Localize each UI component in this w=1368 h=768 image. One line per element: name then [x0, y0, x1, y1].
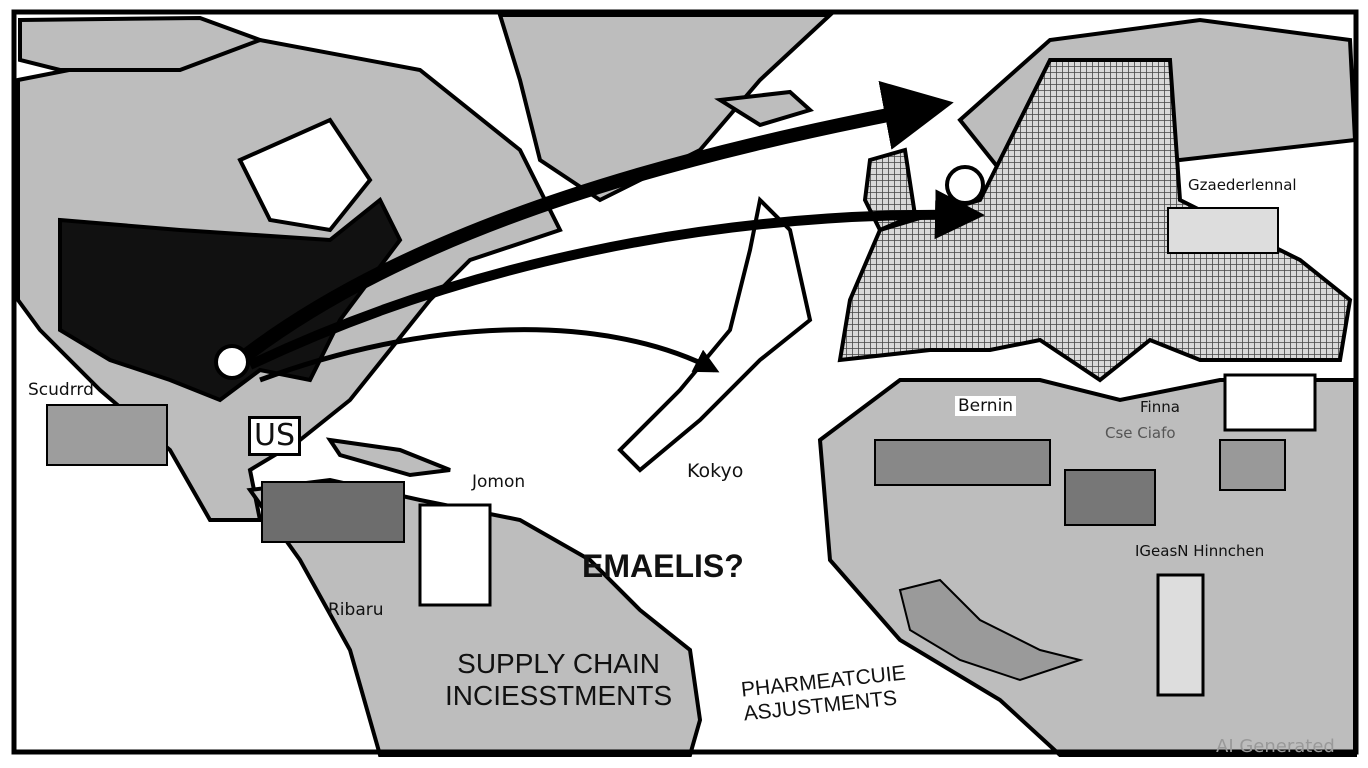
- arrow-us-to-scandinavia: [235, 80, 954, 366]
- madagascar-shape: [898, 578, 1084, 682]
- label-caribbean: Jomon: [472, 472, 526, 492]
- skyscraper-vignette: [1156, 573, 1205, 697]
- europe-hatched: [837, 58, 1353, 383]
- label-east-africa-sub: Cse Ciafo: [1105, 424, 1176, 442]
- label-supply-chain: SUPPLY CHAIN INCIESSTMENTS: [445, 648, 672, 712]
- label-germany: Gzaederlennal: [1185, 176, 1300, 194]
- billboard-vignette: [418, 503, 492, 607]
- central-america-vignette: [261, 481, 405, 543]
- africa-trees-vignette: [1219, 439, 1286, 491]
- africa-factory-vignette: [874, 439, 1051, 486]
- japan: [617, 195, 813, 473]
- us-location-marker: [214, 344, 250, 380]
- supply-chain-line-2: INCIESSTMENTS: [445, 680, 673, 711]
- label-north-africa: Bernin: [955, 396, 1017, 416]
- canada-islands: [18, 15, 266, 72]
- label-west-mexico: Scudrrd: [28, 380, 94, 400]
- label-atlantic: EMAELIS?: [582, 548, 744, 584]
- label-japan: Kokyo: [687, 460, 744, 482]
- europe-location-marker: [945, 165, 985, 205]
- label-east-africa-top: Finna: [1140, 398, 1180, 416]
- hudson-bay-area: [237, 117, 373, 233]
- arrow-us-to-japan: [259, 327, 720, 383]
- map-frame: [11, 9, 1359, 755]
- arrow-us-to-europe: [247, 189, 985, 370]
- us-badge: US: [248, 416, 302, 456]
- uk: [862, 147, 918, 233]
- africa-train-vignette: [1223, 373, 1317, 432]
- germany-vignette: [1167, 207, 1279, 254]
- africa-building-vignette: [1064, 469, 1156, 526]
- label-east-africa-bottom: IGeasN Hinnchen: [1135, 542, 1265, 560]
- usa-dark: [58, 196, 403, 403]
- mexico-vignette: [46, 404, 168, 466]
- supply-chain-line-1: SUPPLY CHAIN: [457, 648, 660, 679]
- iceland: [714, 89, 814, 128]
- caribbean-islands: [325, 437, 451, 478]
- south-america: [246, 477, 703, 757]
- ai-generated-watermark: AI Generated: [1216, 736, 1335, 757]
- label-south-america: Ribaru: [328, 600, 384, 620]
